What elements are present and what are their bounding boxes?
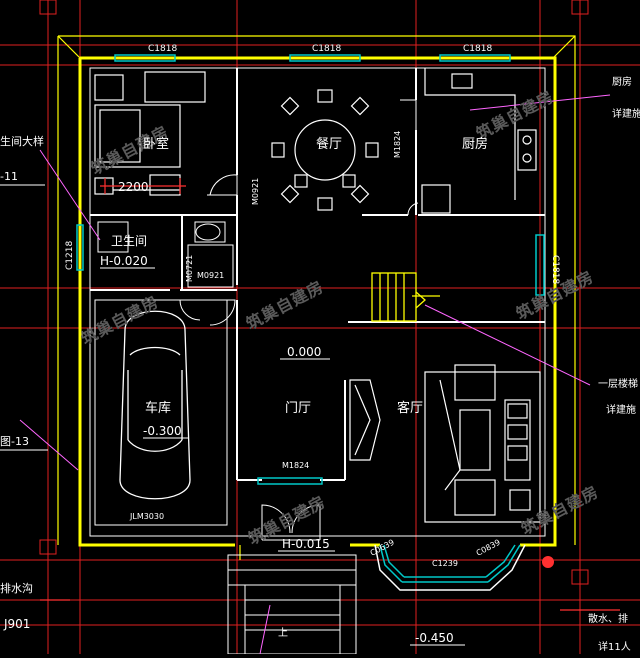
outer-frame: [57, 35, 576, 560]
door-tag-entry: M1824: [282, 461, 309, 470]
dining-table: [271, 89, 379, 211]
callout-detail-2: 详建施: [606, 403, 636, 416]
kitchen-counter: [421, 68, 537, 214]
window-tag-right: C1818: [550, 255, 560, 284]
callout-stair: 一层楼梯: [598, 377, 638, 390]
level-bathroom: H-0.020: [100, 254, 148, 268]
door-tag-bath: M0721: [185, 255, 194, 282]
window-tag-bay-mid: C1239: [432, 559, 458, 568]
callout-drain: 排水沟: [0, 581, 33, 595]
car-outline: [94, 299, 228, 526]
window-tag-top-right: C1818: [463, 44, 492, 54]
level-main: 0.000: [287, 345, 321, 359]
bay-wall: [374, 544, 526, 591]
door-tag-bedroom: M0921: [251, 178, 260, 205]
callout-left-11: -11: [0, 170, 18, 183]
door-tag-garage: JLM3030: [129, 512, 164, 521]
walls-inner: [89, 67, 546, 537]
window-tag-top-mid: C1818: [312, 44, 341, 54]
level-entry: H-0.015: [282, 537, 330, 551]
window-tag-top-left: C1818: [148, 44, 177, 54]
callout-drain-right: 散水、排: [588, 612, 628, 625]
room-living: 客厅: [397, 400, 423, 416]
watermark-4: 筑巢自建房: [243, 277, 327, 334]
callout-j901: J901: [3, 617, 30, 631]
windows: [76, 54, 545, 583]
door-tag-hall: M0921: [197, 271, 224, 280]
door-tag-kitchen: M1824: [393, 131, 402, 158]
level-garage: -0.300: [143, 424, 182, 438]
callout-bottom-right: 详11人: [598, 640, 631, 653]
leader-lines: [19, 94, 611, 655]
stair: [371, 272, 440, 322]
door-swings: [179, 99, 419, 326]
room-bathroom: 卫生间: [111, 234, 147, 248]
room-kitchen: 厨房: [462, 136, 488, 152]
sofa-set: [349, 364, 541, 523]
entry-steps: [227, 554, 357, 655]
axis-bubbles: [39, 0, 589, 585]
entry-door: [261, 504, 321, 541]
dimension-bedroom-width: 2200: [118, 180, 149, 194]
callout-kitchen-note: 厨房: [612, 75, 632, 88]
callout-left-13: 图-13: [0, 435, 29, 448]
dimension-marks: [40, 178, 620, 611]
window-tag-left-bath: C1218: [65, 241, 75, 270]
room-dining: 餐厅: [316, 136, 342, 152]
level-outside: -0.450: [415, 631, 454, 645]
callout-bath-detail: 生间大样: [0, 134, 44, 148]
room-garage: 车库: [145, 400, 171, 416]
stair-up-mark: 上: [278, 627, 288, 639]
callout-detail-1: 详建施: [612, 107, 640, 120]
room-foyer: 门厅: [285, 401, 311, 416]
callout-marker-icon: [542, 556, 554, 568]
room-bedroom: 卧室: [143, 136, 169, 152]
window-tag-bay-right: C0839: [475, 538, 502, 558]
